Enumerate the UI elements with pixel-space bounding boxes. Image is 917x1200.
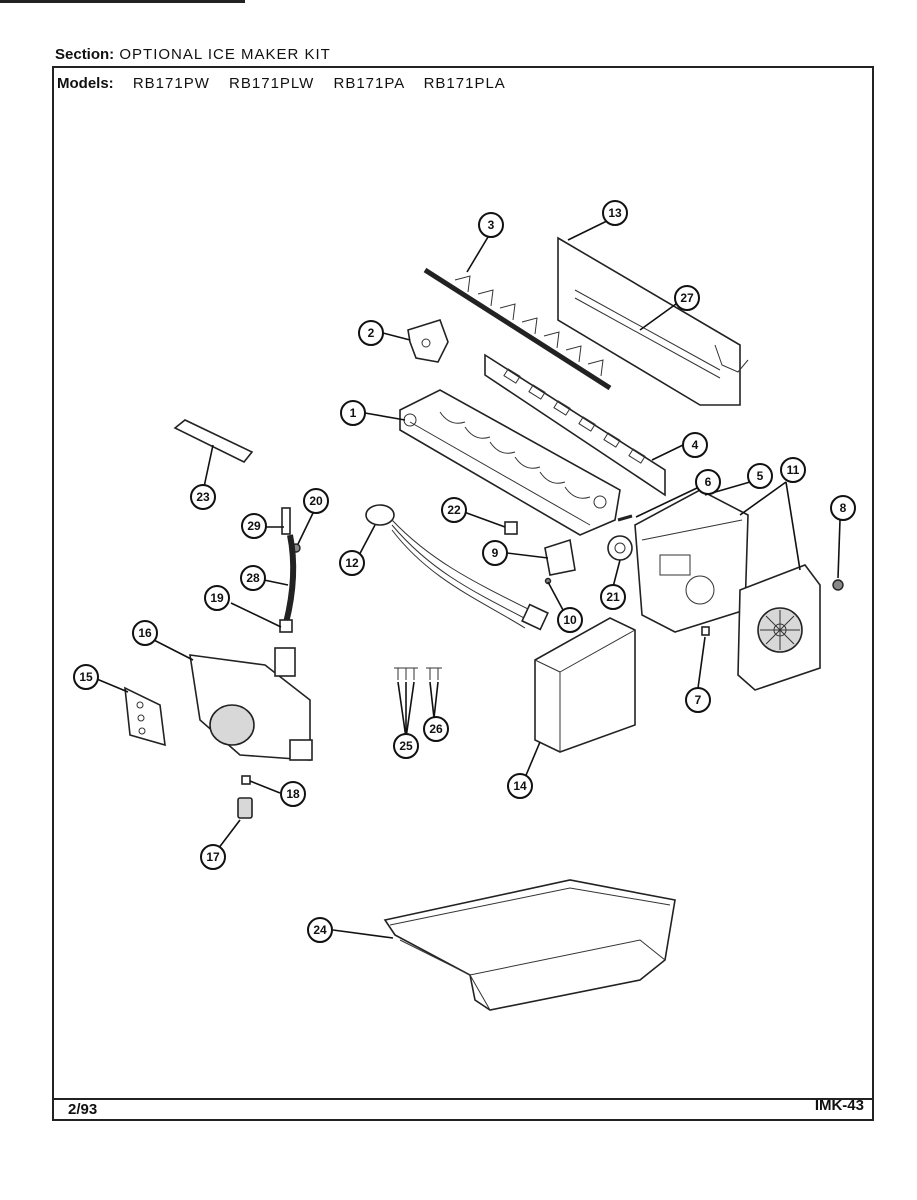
callout-number: 9	[492, 546, 499, 560]
callout-12: 12	[339, 550, 365, 576]
callout-27: 27	[674, 285, 700, 311]
callout-3: 3	[478, 212, 504, 238]
callout-number: 6	[705, 475, 712, 489]
callout-7: 7	[685, 687, 711, 713]
callout-number: 20	[309, 494, 323, 508]
part-small-hardware	[504, 521, 576, 585]
callout-number: 29	[247, 519, 261, 533]
callout-16: 16	[132, 620, 158, 646]
callout-25: 25	[393, 733, 419, 759]
callout-29: 29	[241, 513, 267, 539]
callout-number: 28	[246, 571, 260, 585]
callout-number: 7	[695, 693, 702, 707]
footer-date: 2/93	[68, 1101, 98, 1118]
callout-number: 25	[399, 739, 413, 753]
part-screw-set	[394, 667, 442, 680]
model-number: RB171PLW	[229, 75, 315, 92]
callout-number: 21	[606, 590, 620, 604]
part-wire-harness	[365, 504, 549, 631]
callout-4: 4	[682, 432, 708, 458]
callout-21: 21	[600, 584, 626, 610]
part-ejector	[423, 267, 612, 391]
part-ice-bin	[383, 879, 676, 1011]
callout-number: 3	[488, 218, 495, 232]
section-heading: Section: OPTIONAL ICE MAKER KIT	[55, 46, 331, 63]
callout-6: 6	[695, 469, 721, 495]
callout-26: 26	[423, 716, 449, 742]
part-fittings	[237, 775, 253, 819]
diagram-frame	[52, 66, 874, 1121]
callout-number: 18	[286, 787, 300, 801]
part-housing	[634, 489, 749, 633]
callout-11: 11	[780, 457, 806, 483]
callout-13: 13	[602, 200, 628, 226]
callout-5: 5	[747, 463, 773, 489]
model-number: RB171PW	[132, 75, 210, 92]
callout-19: 19	[204, 585, 230, 611]
callout-number: 16	[138, 626, 152, 640]
callout-number: 23	[196, 490, 210, 504]
part-shield	[557, 236, 749, 406]
footer-page-code: IMK-43	[814, 1097, 864, 1114]
callout-number: 26	[429, 722, 443, 736]
callout-number: 8	[840, 501, 847, 515]
part-valve-bracket	[124, 686, 166, 747]
part-control-module	[737, 564, 821, 691]
callout-number: 2	[368, 326, 375, 340]
callout-28: 28	[240, 565, 266, 591]
callout-20: 20	[303, 488, 329, 514]
models-heading: Models: RB171PW RB171PLW RB171PA RB171PL…	[57, 75, 506, 92]
callout-number: 22	[447, 503, 461, 517]
callout-number: 27	[680, 291, 694, 305]
callout-number: 15	[79, 670, 93, 684]
part-stripper	[484, 353, 666, 497]
part-bracket	[407, 319, 449, 363]
callout-number: 4	[692, 438, 699, 452]
callout-23: 23	[190, 484, 216, 510]
callout-number: 1	[350, 406, 357, 420]
part-clip	[701, 626, 710, 636]
part-water-hose	[279, 507, 301, 633]
callout-8: 8	[830, 495, 856, 521]
part-cover	[534, 617, 636, 753]
part-mount-screw	[832, 579, 844, 591]
part-screw	[617, 514, 633, 522]
part-mold	[399, 389, 621, 536]
callout-24: 24	[307, 917, 333, 943]
part-gear	[607, 535, 633, 561]
callout-18: 18	[280, 781, 306, 807]
callout-number: 19	[210, 591, 224, 605]
callout-number: 10	[563, 613, 577, 627]
section-label: Section:	[55, 46, 115, 63]
top-edge-line	[0, 0, 245, 3]
model-number: RB171PA	[333, 75, 405, 92]
callout-number: 17	[206, 850, 220, 864]
callout-9: 9	[482, 540, 508, 566]
callout-number: 5	[757, 469, 764, 483]
callout-10: 10	[557, 607, 583, 633]
footer-rule	[54, 1098, 872, 1100]
part-water-valve	[189, 647, 313, 761]
callout-2: 2	[358, 320, 384, 346]
callout-number: 24	[313, 923, 327, 937]
callout-number: 13	[608, 206, 622, 220]
callout-number: 12	[345, 556, 359, 570]
part-fill-tube	[173, 419, 254, 464]
callout-22: 22	[441, 497, 467, 523]
callout-number: 11	[787, 463, 800, 477]
callout-17: 17	[200, 844, 226, 870]
models-label: Models:	[57, 75, 114, 92]
callout-15: 15	[73, 664, 99, 690]
callout-1: 1	[340, 400, 366, 426]
section-value: OPTIONAL ICE MAKER KIT	[119, 46, 331, 63]
callout-14: 14	[507, 773, 533, 799]
callout-number: 14	[513, 779, 527, 793]
model-number: RB171PLA	[423, 75, 506, 92]
